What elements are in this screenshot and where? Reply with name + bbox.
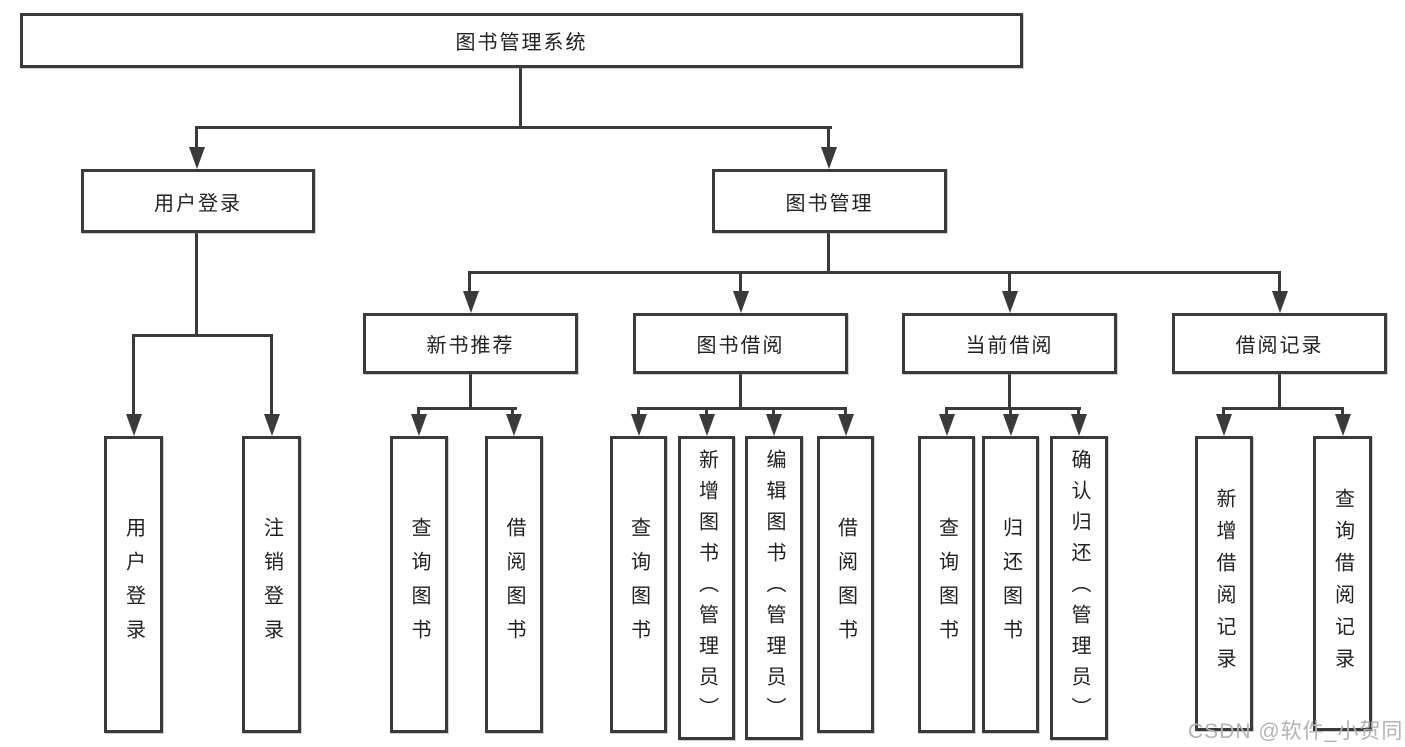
node-current-borrow: 当前借阅: [902, 313, 1117, 374]
connector-line: [270, 334, 273, 418]
connector-line: [519, 68, 522, 126]
node-label: 查询图书: [408, 516, 430, 653]
node-label: 注销登录: [260, 516, 283, 653]
connector-line: [468, 271, 1281, 274]
arrowhead-icon: [1002, 414, 1019, 436]
arrowhead-icon: [125, 414, 142, 436]
node-label: 查询图书: [627, 516, 650, 653]
arrowhead-icon: [462, 291, 479, 313]
arrowhead-icon: [698, 414, 715, 436]
connector-line: [1278, 271, 1281, 295]
arrowhead-icon: [732, 291, 749, 313]
node-label: 用户登录: [154, 192, 242, 215]
node-label: 新增图书（管理员）: [695, 448, 718, 728]
node-logout-leaf: 注销登录: [242, 436, 301, 733]
node-label: 新增借阅记录: [1213, 487, 1235, 680]
arrowhead-icon: [1271, 291, 1288, 313]
connector-line: [1008, 374, 1011, 408]
node-new-book-rec: 新书推荐: [363, 313, 578, 374]
connector-line: [739, 271, 742, 295]
node-rec-borrow: 借阅图书: [485, 436, 543, 733]
node-label: 借阅图书: [834, 516, 857, 653]
connector-line: [827, 126, 830, 151]
arrowhead-icon: [837, 414, 854, 436]
arrowhead-icon: [263, 414, 280, 436]
node-label: 编辑图书（管理员）: [763, 448, 785, 728]
connector-line: [637, 407, 847, 410]
node-br-add: 新增借阅记录: [1195, 436, 1253, 731]
connector-line: [1341, 407, 1344, 418]
arrowhead-icon: [188, 147, 205, 169]
connector-line: [739, 374, 742, 408]
arrowhead-icon: [1071, 414, 1087, 436]
connector-line: [1278, 374, 1281, 408]
connector-line: [945, 407, 1081, 410]
arrowhead-icon: [938, 414, 955, 436]
arrowhead-icon: [1334, 414, 1351, 436]
arrowhead-icon: [506, 414, 522, 436]
connector-line: [195, 233, 198, 336]
connector-line: [417, 407, 517, 410]
csdn-watermark: CSDN @软件_小贺同学: [1188, 720, 1405, 743]
node-user-login: 用户登录: [81, 169, 315, 233]
node-label: 图书借阅: [696, 335, 785, 357]
node-bb-edit: 编辑图书（管理员）: [745, 436, 803, 740]
node-label: 新书推荐: [426, 335, 515, 357]
node-label: 当前借阅: [965, 335, 1054, 357]
connector-line: [1077, 407, 1080, 418]
node-br-query: 查询借阅记录: [1313, 436, 1372, 731]
connector-line: [195, 126, 198, 151]
connector-line: [469, 374, 472, 408]
connector-line: [827, 233, 830, 273]
arrowhead-icon: [766, 414, 782, 436]
connector-line: [1009, 407, 1012, 418]
connector-line: [468, 271, 471, 295]
connector-line: [132, 334, 273, 337]
node-label: 图书管理: [785, 192, 874, 215]
node-label: 用户登录: [122, 516, 145, 653]
node-label: 图书管理系统: [455, 32, 588, 54]
node-root: 图书管理系统: [20, 13, 1023, 68]
arrowhead-icon: [820, 147, 837, 169]
node-label: 借阅图书: [503, 516, 525, 653]
connector-line: [417, 407, 420, 418]
connector-line: [772, 407, 775, 418]
connector-line: [705, 407, 708, 418]
connector-line: [637, 407, 640, 418]
arrowhead-icon: [411, 414, 427, 436]
node-label: 查询借阅记录: [1331, 487, 1354, 680]
connector-line: [1222, 407, 1344, 410]
node-rec-query: 查询图书: [390, 436, 448, 733]
node-borrow-records: 借阅记录: [1172, 313, 1387, 374]
connector-line: [844, 407, 847, 418]
node-book-mgmt: 图书管理: [712, 169, 947, 233]
node-label: 归还图书: [999, 516, 1022, 653]
arrowhead-icon: [1001, 291, 1018, 313]
node-label: 确认归还（管理员）: [1068, 448, 1090, 728]
connector-line: [511, 407, 514, 418]
node-cb-query: 查询图书: [918, 436, 975, 733]
node-login-leaf: 用户登录: [104, 436, 163, 733]
arrowhead-icon: [630, 414, 647, 436]
connector-line: [132, 334, 135, 418]
connector-line: [945, 407, 948, 418]
node-cb-return: 归还图书: [982, 436, 1039, 733]
node-bb-query: 查询图书: [610, 436, 667, 733]
node-bb-add: 新增图书（管理员）: [678, 436, 735, 740]
node-cb-confirm: 确认归还（管理员）: [1050, 436, 1108, 740]
node-bb-borrow: 借阅图书: [817, 436, 874, 733]
connector-line: [1222, 407, 1225, 418]
node-book-borrow: 图书借阅: [633, 313, 848, 374]
node-label: 借阅记录: [1235, 335, 1324, 357]
connector-line: [195, 126, 832, 129]
arrowhead-icon: [1216, 414, 1232, 436]
node-label: 查询图书: [935, 516, 958, 653]
connector-line: [1008, 271, 1011, 295]
